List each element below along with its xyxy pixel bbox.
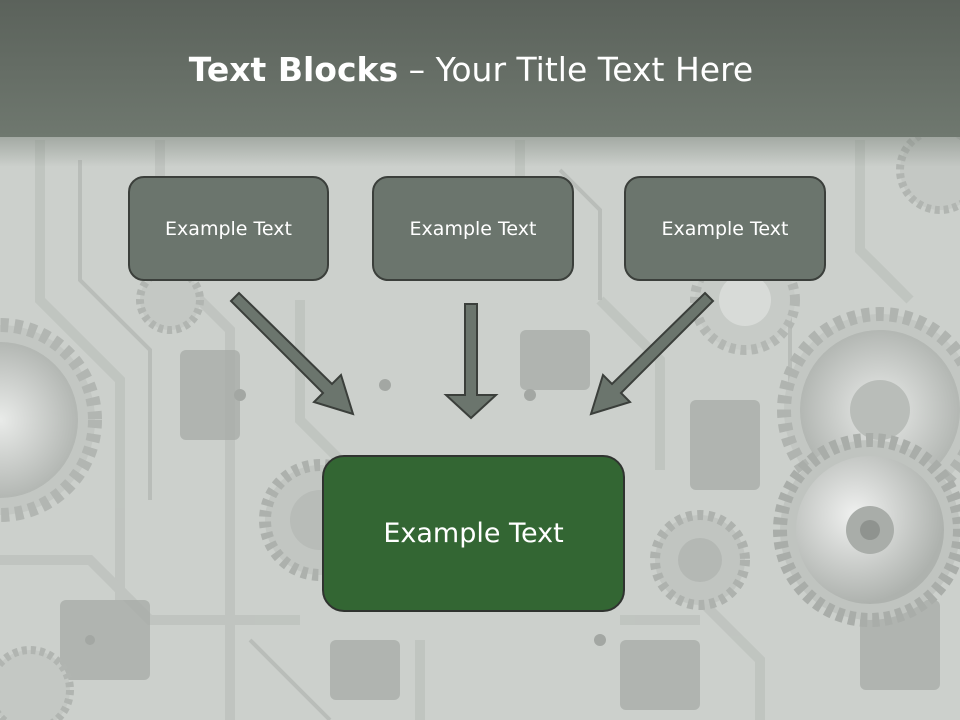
result-block[interactable]: Example Text [322, 455, 625, 612]
text-block-3-label: Example Text [661, 217, 789, 240]
text-block-2-label: Example Text [409, 217, 537, 240]
text-block-2[interactable]: Example Text [372, 176, 574, 281]
slide-title-bold: Text Blocks [188, 50, 399, 89]
text-block-1-label: Example Text [165, 217, 292, 240]
text-block-3[interactable]: Example Text [624, 176, 826, 281]
arrow-center-icon [443, 303, 499, 420]
title-banner [0, 0, 960, 137]
arrow-left-icon [229, 291, 355, 416]
arrow-right-icon [589, 291, 715, 416]
slide-title-rest: – Your Title Text Here [398, 50, 754, 89]
slide-title: Text Blocks – Your Title Text Here [0, 50, 942, 89]
result-block-label: Example Text [383, 518, 564, 549]
text-block-1[interactable]: Example Text [128, 176, 329, 281]
title-banner-shadow [0, 137, 960, 167]
